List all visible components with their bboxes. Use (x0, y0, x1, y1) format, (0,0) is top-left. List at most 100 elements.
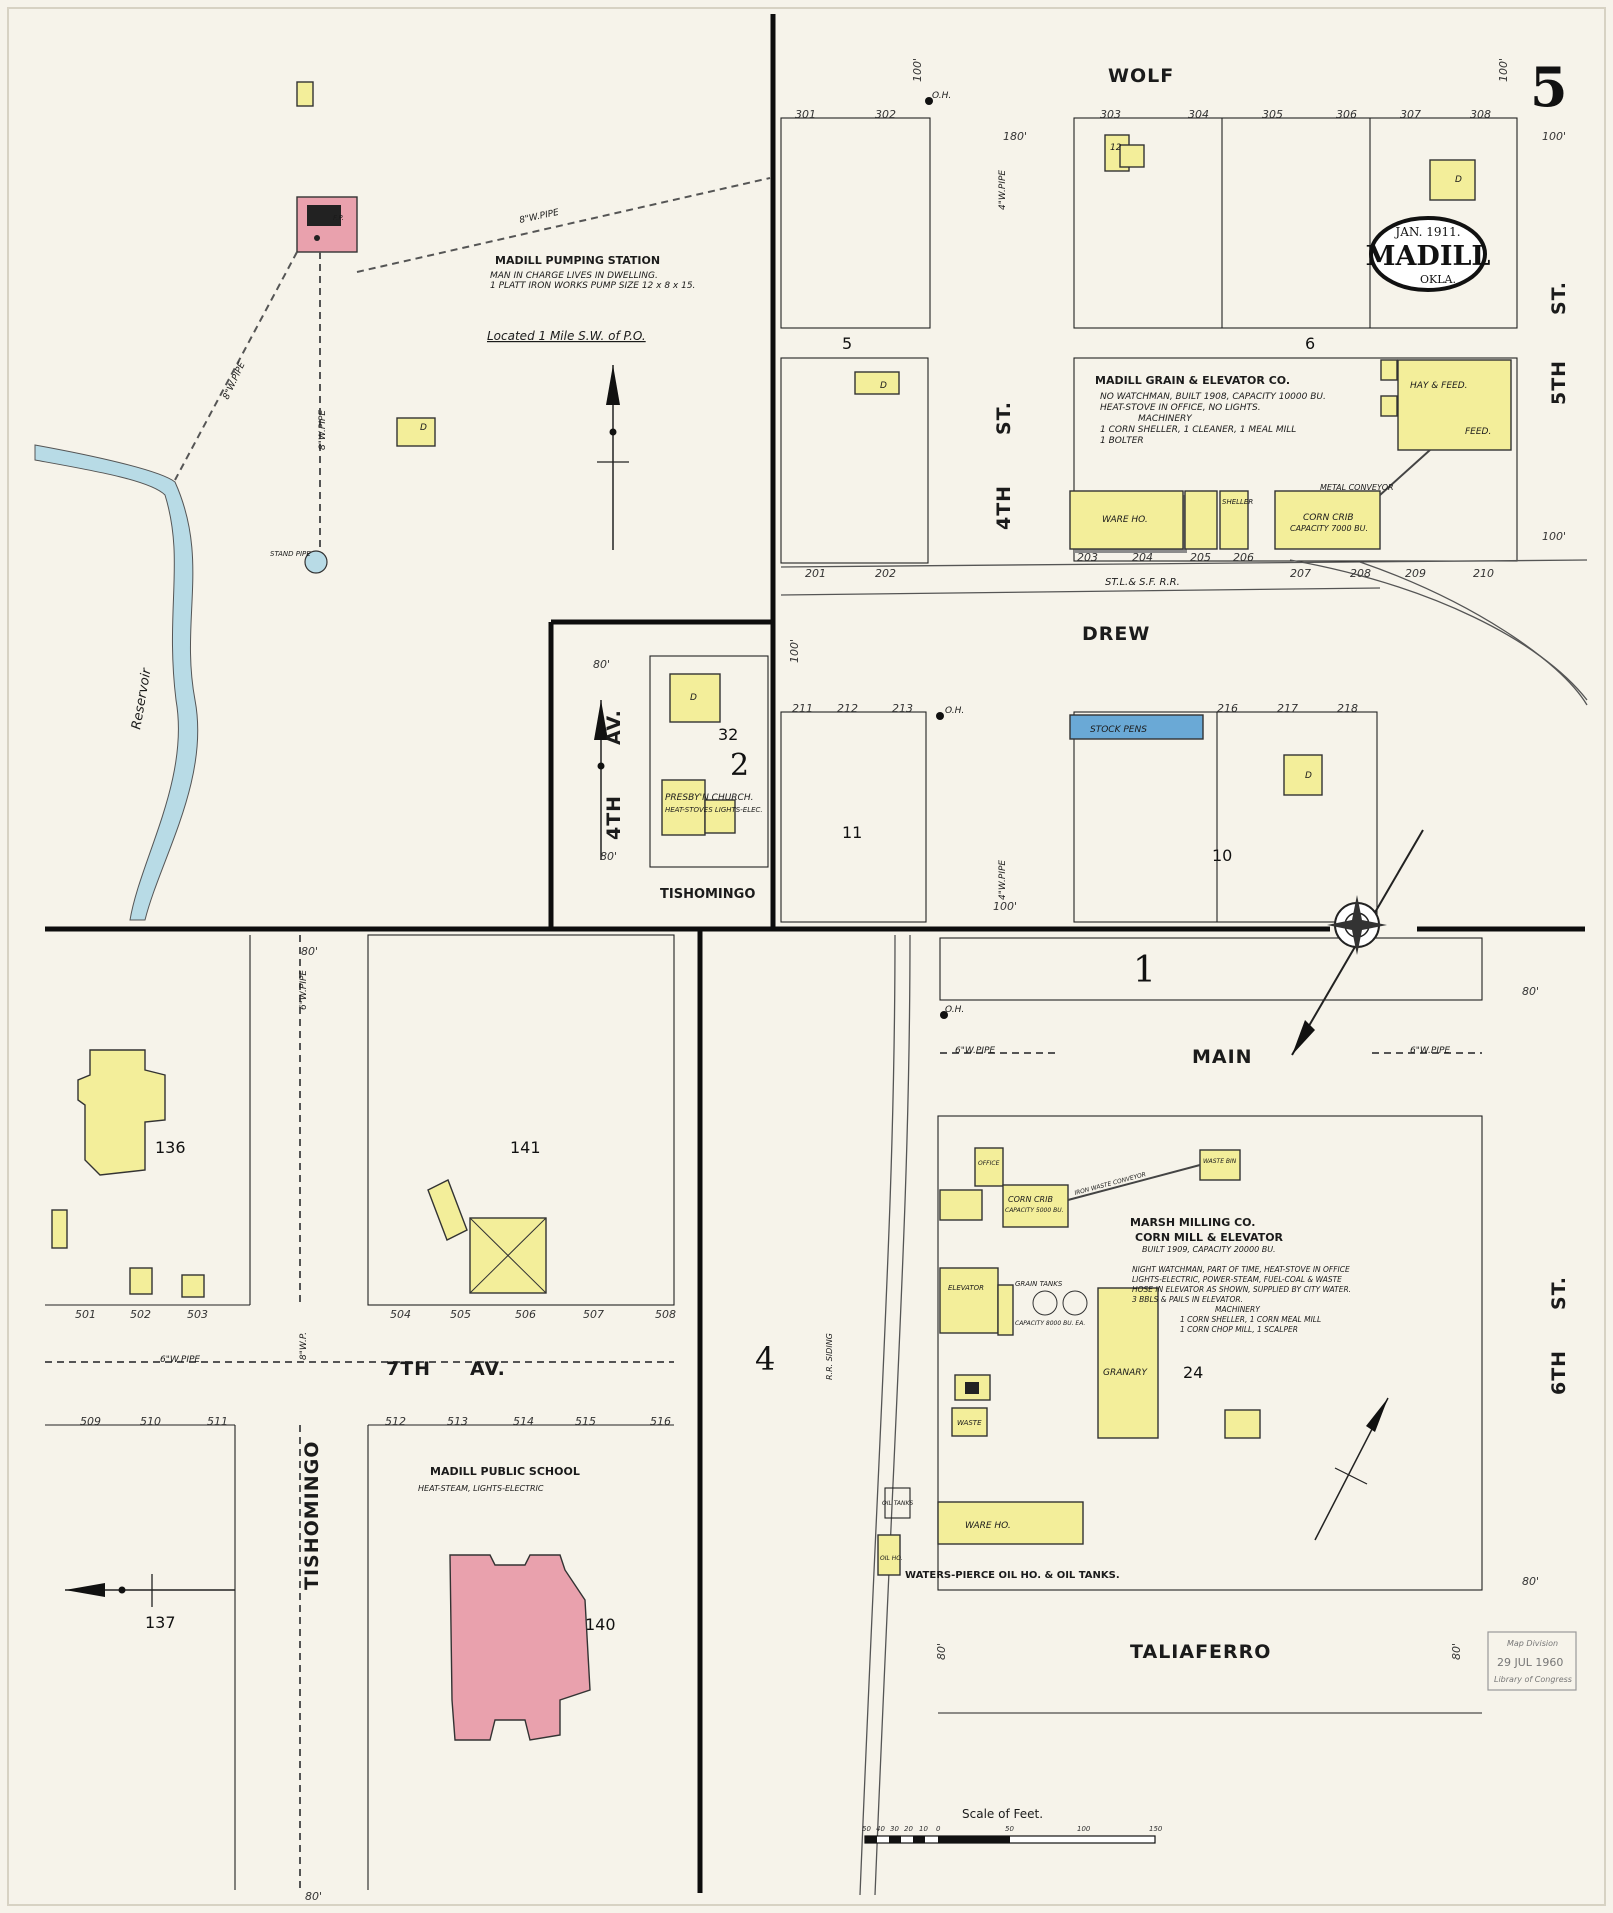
elevator-building (1184, 490, 1218, 550)
grain-ware-ho-label: WARE HO. (1102, 515, 1148, 525)
block-number-2: 2 (730, 748, 749, 783)
grain-elevator-complex: MADILL GRAIN & ELEVATOR CO. NO WATCHMAN,… (1069, 359, 1512, 553)
street-5th-st-suffix: ST. (1548, 281, 1570, 315)
marsh-title: MARSH MILLING CO. (1130, 1216, 1255, 1229)
marsh-corn-crib-label: CORN CRIB (1008, 1195, 1053, 1204)
scale-tick-7: 100 (1077, 1825, 1091, 1833)
block-number-32: 32 (718, 725, 738, 744)
granary-label: GRANARY (1103, 1368, 1149, 1378)
hn-302: 302 (875, 108, 896, 121)
street-taliaferro: TALIAFERRO (1130, 1641, 1271, 1663)
marsh-line4: 3 BBLS & PAILS IN ELEVATOR. (1132, 1295, 1243, 1304)
pumping-station-area: Reservoir STAND PIPE 8"W.PIPE MADILL PUM… (34, 81, 771, 921)
grain-tanks-label: GRAIN TANKS (1015, 1280, 1063, 1288)
dwelling-136 (77, 1049, 166, 1176)
waste-bin-label: WASTE BIN (1203, 1158, 1237, 1165)
hn-304: 304 (1188, 108, 1209, 121)
marsh-elevator (939, 1267, 999, 1334)
street-tishomingo: TISHOMINGO (301, 1441, 323, 1590)
stand-pipe-label: STAND PIPE (270, 550, 311, 558)
street-5th-st: 5TH (1548, 360, 1570, 405)
scale-tick-3: 20 (904, 1825, 913, 1833)
hn-213: 213 (892, 702, 913, 715)
pipe-8wp-tish: 8"W.P. (299, 1332, 309, 1360)
ware-ho-building (1069, 490, 1184, 550)
dim-80-tal-w: 80' (935, 1643, 948, 1660)
stamp-date: JAN. 1911. (1393, 225, 1460, 239)
waste-bin (1199, 1149, 1241, 1181)
street-7th-av: 7TH (386, 1358, 431, 1380)
block-number-1: 1 (1133, 950, 1156, 991)
hn-307: 307 (1400, 108, 1421, 121)
hn-217: 217 (1277, 702, 1298, 715)
waters-pierce-ware-ho (937, 1501, 1084, 1545)
dim-80-tal-e: 80' (1450, 1643, 1463, 1660)
stamp-state: OKLA. (1420, 273, 1456, 286)
north-arrow-upper (597, 365, 629, 550)
hn-306: 306 (1336, 108, 1357, 121)
scale-tick-1: 40 (876, 1825, 885, 1833)
street-tishomingo-small: TISHOMINGO (660, 887, 755, 902)
marsh-built: BUILT 1909, CAPACITY 20000 BU. (1142, 1245, 1276, 1254)
house-numbers: 301 302 303 304 305 306 307 308 201 202 … (75, 108, 1494, 1428)
block-number-136: 136 (155, 1138, 186, 1157)
block-6: 6 10 (1073, 117, 1518, 923)
dim-100-drew: 100' (788, 639, 801, 663)
stock-pens (1069, 714, 1204, 740)
stamp-title: MADILL (1366, 241, 1491, 272)
dim-100-4w: 100' (993, 900, 1017, 913)
metal-conveyor-label: METAL CONVEYOR (1320, 483, 1394, 492)
dwelling-mark-d2: D (880, 381, 887, 391)
pumping-station-line1: MAN IN CHARGE LIVES IN DWELLING. (490, 271, 658, 281)
title-stamp: JAN. 1911. MADILL OKLA. (1366, 216, 1491, 292)
hn-205: 205 (1190, 551, 1211, 564)
hn-502: 502 (130, 1308, 151, 1321)
north-arrow-west (65, 1574, 235, 1607)
marsh-corn-crib-cap: CAPACITY 5000 BU. (1005, 1207, 1064, 1214)
waters-pierce-label: WATERS-PIERCE OIL HO. & OIL TANKS. (905, 1570, 1120, 1581)
road-grid (45, 14, 1585, 1893)
street-wolf: WOLF (1108, 65, 1174, 87)
school-name: MADILL PUBLIC SCHOOL (430, 1465, 580, 1478)
dim-80-church-b: 80' (600, 850, 617, 863)
street-7th-av-suffix: AV. (470, 1358, 506, 1380)
grain-tanks-cap: CAPACITY 8000 BU. EA. (1015, 1320, 1085, 1327)
scale-tick-4: 10 (919, 1825, 928, 1833)
church-block: PRESBY'N CHURCH. HEAT-STOVES LIGHTS-ELEC… (649, 655, 769, 868)
paper-border (7, 7, 1606, 1906)
hn-508: 508 (655, 1308, 676, 1321)
waste-label: WASTE (957, 1419, 982, 1427)
hn-501: 501 (75, 1308, 96, 1321)
pipe-8w-vert: 8"W.PIPE (318, 410, 328, 450)
scale-tick-2: 30 (890, 1825, 899, 1833)
dwelling-mark-d: D (1455, 175, 1462, 185)
hn-301: 301 (795, 108, 816, 121)
pipe-4w-upper: 4"W.PIPE (998, 170, 1008, 210)
pipe-6w-main-west: 6"W.PIPE (955, 1046, 995, 1056)
dim-80-main: 80' (1522, 985, 1539, 998)
church-building (661, 779, 706, 836)
lc-stamp-line2: 29 JUL 1960 (1497, 1656, 1563, 1669)
hn-208: 208 (1350, 567, 1371, 580)
hn-203: 203 (1077, 551, 1098, 564)
railroad-label: ST.L.& S.F. R.R. (1105, 577, 1180, 588)
dim-80-tish: 80' (301, 945, 318, 958)
stand-pipe (304, 550, 328, 574)
marsh-line6: 1 CORN SHELLER, 1 CORN MEAL MILL (1180, 1315, 1321, 1324)
hn-303: 303 (1100, 108, 1121, 121)
lc-stamp-line1: Map Division (1507, 1639, 1558, 1648)
scale-tick-5: 0 (936, 1825, 941, 1833)
pipe-6w-tish: 6"W.PIPE (299, 970, 309, 1010)
stock-pens-label: STOCK PENS (1090, 725, 1147, 735)
hn-504: 504 (390, 1308, 411, 1321)
pipe-6w-main-east: 6"W.PIPE (1410, 1046, 1450, 1056)
block-number-24: 24 (1183, 1363, 1203, 1382)
feed-label: FEED. (1465, 427, 1491, 437)
hn-212: 212 (837, 702, 858, 715)
hn-511: 511 (207, 1415, 228, 1428)
hn-516: 516 (650, 1415, 671, 1428)
upper-right-dwellings: STOCK PENS 12 D D D (854, 134, 1476, 796)
street-4th-av-suffix: AV. (603, 709, 625, 745)
